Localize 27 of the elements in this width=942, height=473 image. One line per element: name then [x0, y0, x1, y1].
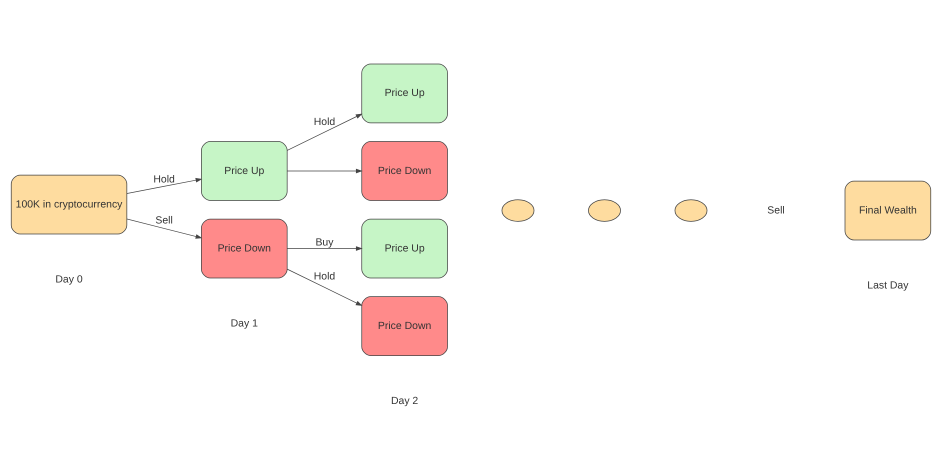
edge-label: Buy [315, 237, 334, 248]
arrow [126, 218, 202, 238]
label: Day 2 [390, 396, 418, 407]
edge-label: Hold [314, 116, 336, 128]
edge-label: Sell [155, 214, 173, 226]
node-box: Price Up [361, 218, 448, 278]
arrow [126, 177, 202, 194]
label: Day 1 [230, 318, 258, 330]
node-box: 100K in cryptocurrency [10, 174, 128, 234]
node-box: Price Up [361, 63, 448, 123]
node-box: Price Down [361, 140, 448, 200]
node-ellipse [588, 198, 621, 222]
node-box: Price Down [201, 218, 288, 278]
node-ellipse [674, 198, 708, 222]
node-box: Price Down [361, 296, 448, 356]
edge-label: Hold [153, 174, 175, 185]
node-box: Final Wealth [844, 180, 932, 240]
arrow [286, 113, 363, 150]
node-ellipse [502, 198, 534, 222]
node-box: Price Up [201, 140, 288, 200]
label: Sell [767, 204, 785, 216]
arrow [286, 268, 363, 306]
label: Last Day [867, 280, 908, 292]
edge-label: Hold [314, 270, 336, 282]
arrow [286, 246, 363, 250]
label: Day 0 [55, 274, 83, 286]
arrow [286, 168, 363, 173]
